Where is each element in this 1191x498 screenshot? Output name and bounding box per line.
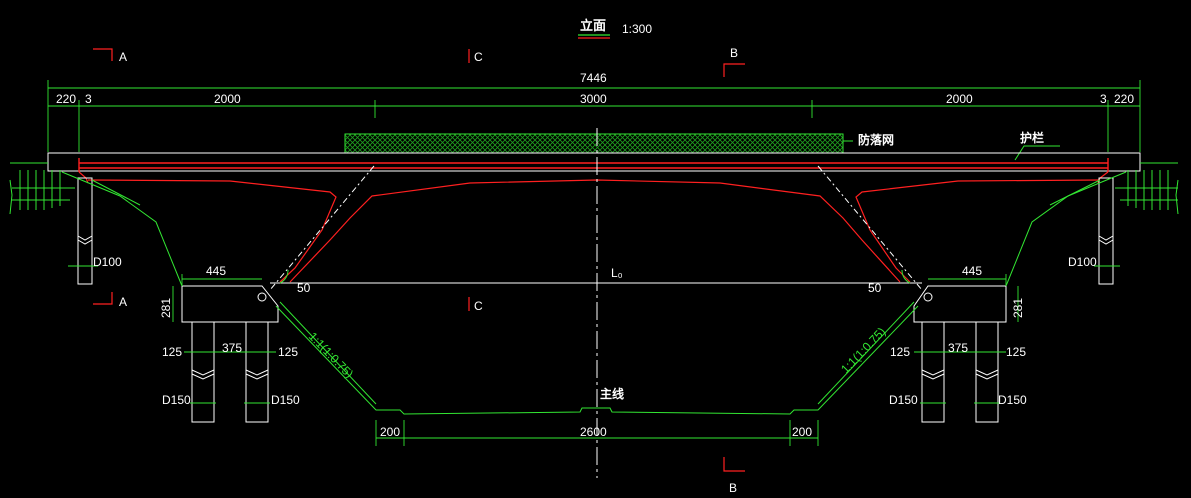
pile-left-d1: D150 [162, 393, 191, 407]
dim-mid-span: 3000 [580, 92, 607, 106]
dim-bottom-left: 200 [380, 425, 400, 439]
abut-right-height: 281 [1011, 298, 1025, 318]
pile-right-edge-r: 125 [1006, 345, 1026, 359]
angle-left: 50 [297, 281, 311, 295]
net-label: 防落网 [858, 132, 894, 147]
side-pile-left-label: D100 [93, 255, 122, 269]
abutment-dims [172, 274, 1019, 322]
svg-text:C: C [474, 299, 483, 313]
abut-left-width: 445 [206, 264, 226, 278]
earthwork-right [1005, 162, 1179, 287]
pile-left-d2: D150 [271, 393, 300, 407]
dim-left-gap: 3 [85, 92, 92, 106]
svg-text:B: B [729, 481, 737, 495]
section-mark-a-bottom: A [93, 292, 127, 309]
dim-right-gap: 3 [1100, 92, 1107, 106]
dim-total: 7446 [580, 71, 607, 85]
bottom-dims [375, 420, 819, 446]
slope-right-label: 1:1(1:0.75) [838, 325, 888, 376]
pile-dims [184, 351, 1006, 404]
abutment-right [913, 285, 1007, 323]
pile-right-edge-l: 125 [890, 345, 910, 359]
drawing-title: 立面 [580, 18, 606, 33]
pile-right-d1: D150 [889, 393, 918, 407]
angle-right: 50 [868, 281, 882, 295]
dim-right-edge: 220 [1114, 92, 1134, 106]
pile-right-spacing: 375 [948, 341, 968, 355]
svg-text:B: B [730, 46, 738, 60]
section-mark-a-top: A [93, 48, 127, 64]
side-pile-right [1098, 177, 1114, 285]
abut-right-width: 445 [962, 264, 982, 278]
abut-left-height: 281 [159, 298, 173, 318]
span-label: L₀ [611, 266, 623, 280]
side-pile-left [77, 177, 93, 285]
section-mark-b-top: B [723, 46, 745, 77]
road-label: 主线 [600, 386, 624, 401]
ground-profile [275, 301, 919, 415]
bridge-deck [47, 152, 1141, 184]
section-mark-b-bottom: B [723, 457, 745, 495]
pile-right-d2: D150 [998, 393, 1027, 407]
anti-fall-net [344, 133, 844, 154]
pile-left-spacing: 375 [222, 341, 242, 355]
dim-bottom-mid: 2600 [580, 425, 607, 439]
svg-text:A: A [119, 295, 127, 309]
dim-left-edge: 220 [56, 92, 76, 106]
section-mark-c-bottom: C [468, 297, 483, 313]
top-dimensions [47, 80, 1141, 152]
dim-bottom-right: 200 [792, 425, 812, 439]
pile-left-edge-r: 125 [278, 345, 298, 359]
side-pile-right-label: D100 [1068, 255, 1097, 269]
section-mark-c-top: C [468, 49, 483, 64]
abutment-left [181, 285, 279, 323]
pile-left-edge-l: 125 [162, 345, 182, 359]
piles-right [921, 321, 999, 423]
rail-leader [1014, 145, 1060, 161]
slope-left-label: 1:1(1:0.75) [306, 329, 356, 380]
slant-legs [269, 165, 923, 291]
svg-text:C: C [474, 50, 483, 64]
arch-outline [87, 179, 1101, 283]
drawing-scale: 1:300 [622, 22, 652, 36]
svg-text:A: A [119, 50, 127, 64]
dim-right-span: 2000 [946, 92, 973, 106]
rail-label: 护栏 [1020, 130, 1044, 145]
angle-arc-right [901, 269, 911, 284]
dim-left-span: 2000 [214, 92, 241, 106]
earthwork-left [9, 162, 183, 287]
piles-left [191, 321, 269, 423]
angle-arc-left [279, 269, 289, 284]
